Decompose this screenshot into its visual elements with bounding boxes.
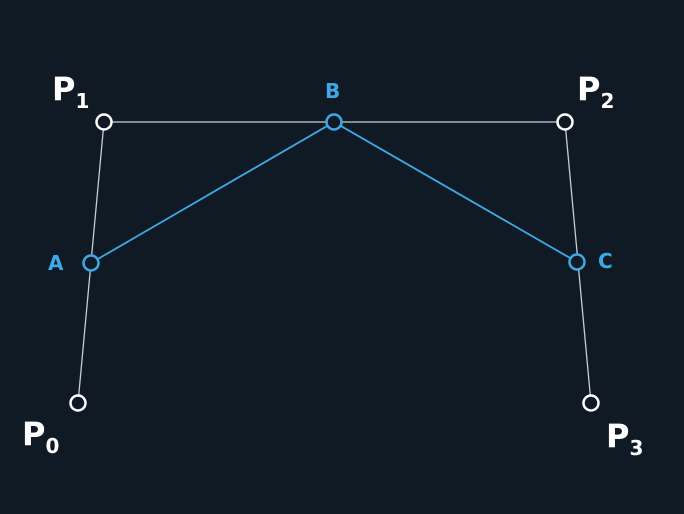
label-a: A bbox=[48, 251, 64, 275]
label-p1: P1 bbox=[52, 70, 89, 113]
label-p3: P3 bbox=[606, 417, 643, 460]
point-b bbox=[325, 113, 343, 131]
point-c bbox=[568, 253, 586, 271]
point-a bbox=[82, 254, 100, 272]
control-point-p0 bbox=[69, 394, 87, 412]
interp-line-b-c bbox=[333, 121, 578, 263]
control-point-p3 bbox=[582, 394, 600, 412]
control-point-p2 bbox=[556, 113, 574, 131]
label-p0: P0 bbox=[22, 415, 59, 458]
label-b: B bbox=[325, 79, 340, 103]
label-p2: P2 bbox=[577, 70, 614, 113]
label-c: C bbox=[598, 249, 613, 273]
control-point-p1 bbox=[95, 113, 113, 131]
interp-line-a-b bbox=[90, 121, 335, 264]
